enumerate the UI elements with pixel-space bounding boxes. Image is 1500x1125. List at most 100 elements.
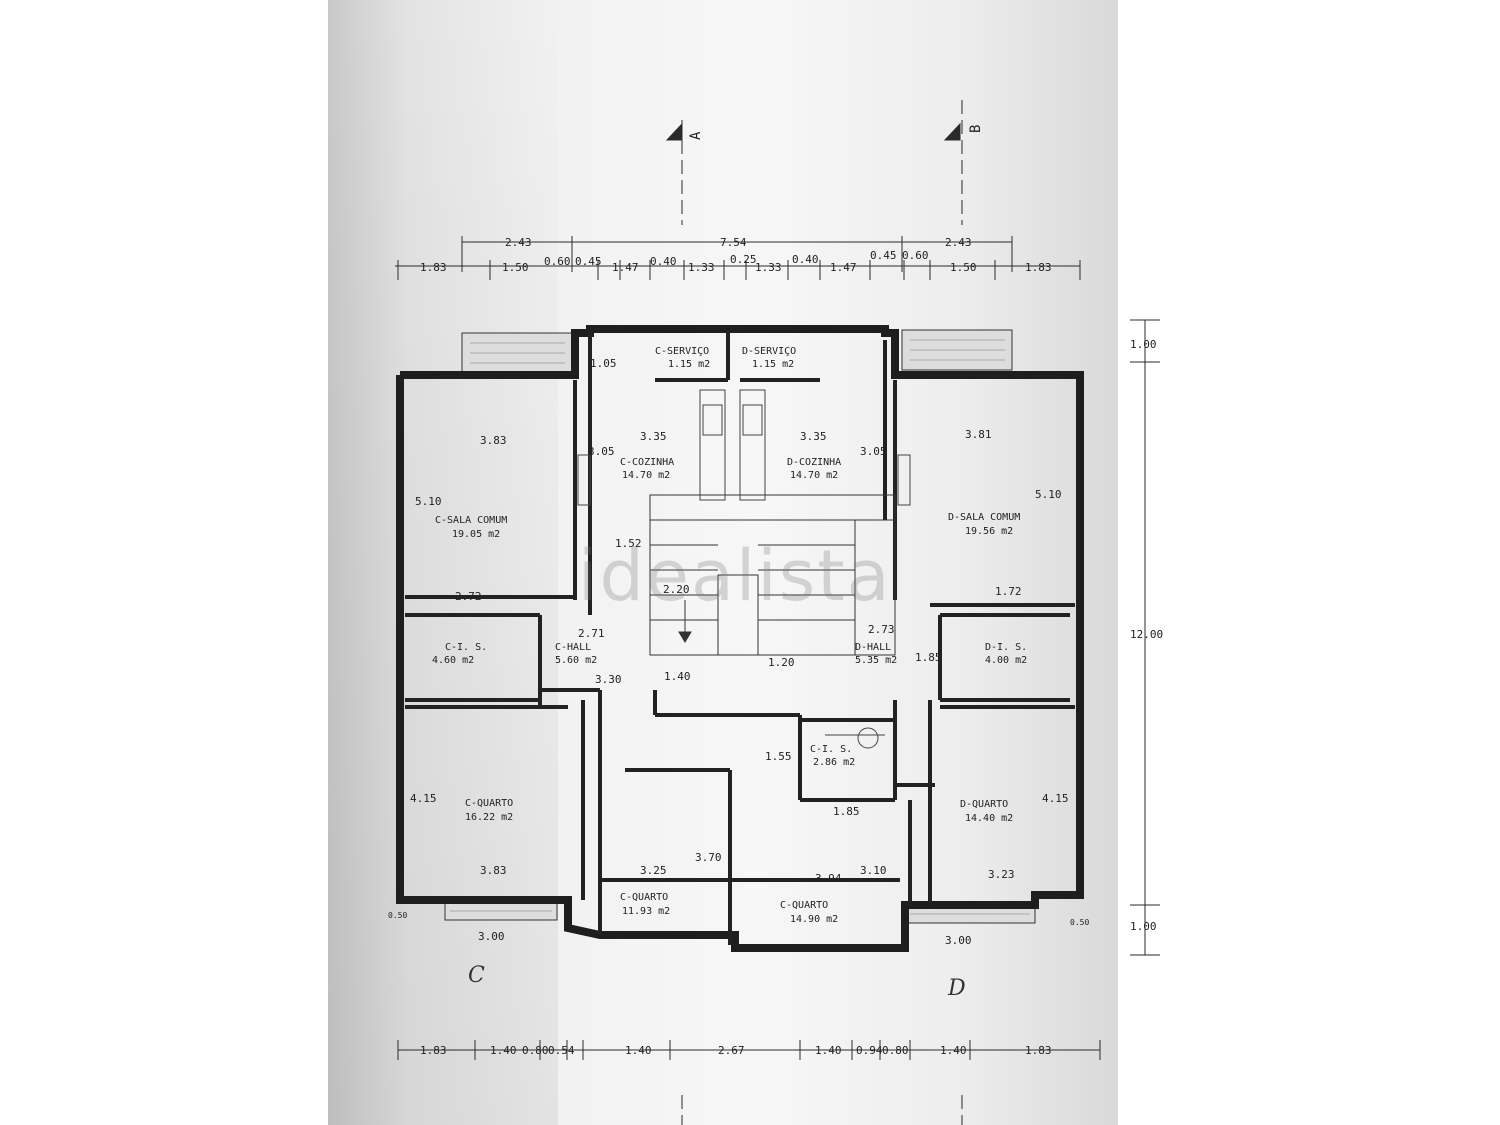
- room-name: C-QUARTO: [620, 892, 668, 903]
- room-name: C-QUARTO: [465, 798, 513, 809]
- dim-label: 1.00: [1130, 920, 1157, 933]
- room-name: D-QUARTO: [960, 799, 1008, 810]
- dim-label: 1.33: [688, 261, 715, 274]
- room-area: 4.00 m2: [985, 655, 1027, 666]
- dim-label: 1.85: [833, 805, 860, 818]
- room-name: D-HALL: [855, 642, 891, 653]
- dim-label: 0.80: [522, 1044, 549, 1057]
- room-area: 16.22 m2: [465, 812, 513, 823]
- dim-label: 1.83: [420, 261, 447, 274]
- dim-label: 1.72: [995, 585, 1022, 598]
- dim-label: 5.10: [1035, 488, 1062, 501]
- room-name: D-SALA COMUM: [948, 512, 1020, 523]
- dim-label: 3.25: [640, 864, 667, 877]
- dim-label: 1.47: [830, 261, 857, 274]
- dim-label: 7.54: [720, 236, 747, 249]
- dim-label: 3.94: [815, 872, 842, 885]
- dim-label: 1.40: [625, 1044, 652, 1057]
- room-name: C-QUARTO: [780, 900, 828, 911]
- dim-label: 1.83: [1025, 1044, 1052, 1057]
- dim-label: 5.10: [415, 495, 442, 508]
- watermark-text: idealista: [578, 535, 892, 617]
- dim-label: 2.71: [578, 627, 605, 640]
- section-mark-b: B: [968, 125, 984, 133]
- dim-label: 12.00: [1130, 628, 1163, 641]
- room-area: 14.90 m2: [790, 914, 838, 925]
- room-name: C-I. S.: [810, 744, 852, 755]
- room-area: 2.86 m2: [813, 757, 855, 768]
- dim-label: 0.54: [548, 1044, 575, 1057]
- room-name: C-I. S.: [445, 642, 487, 653]
- dim-label: 0.40: [650, 255, 677, 268]
- dim-label: 3.05: [860, 445, 887, 458]
- room-area: 14.70 m2: [622, 470, 670, 481]
- dim-label: 1.40: [490, 1044, 517, 1057]
- dim-label: 0.45: [870, 249, 897, 262]
- dim-label: 1.83: [1025, 261, 1052, 274]
- room-area: 5.60 m2: [555, 655, 597, 666]
- dim-label: 1.50: [502, 261, 529, 274]
- handwritten-c: C: [468, 963, 485, 988]
- dim-label: 2.72: [455, 590, 482, 603]
- room-area: 1.15 m2: [752, 359, 794, 370]
- dim-label: 2.20: [663, 583, 690, 596]
- room-area: 5.35 m2: [855, 655, 897, 666]
- dim-label: 1.52: [615, 537, 642, 550]
- dim-label: 1.40: [940, 1044, 967, 1057]
- dim-label: 1.47: [612, 261, 639, 274]
- room-area: 4.60 m2: [432, 655, 474, 666]
- room-name: C-SALA COMUM: [435, 515, 507, 526]
- dim-label: 4.15: [1042, 792, 1069, 805]
- dim-label: 1.05: [590, 357, 617, 370]
- dim-label: 3.83: [480, 434, 507, 447]
- room-name: D-COZINHA: [787, 457, 841, 468]
- dim-label: 1.40: [815, 1044, 842, 1057]
- dim-label: 3.05: [588, 445, 615, 458]
- dim-label: 1.40: [664, 670, 691, 683]
- dim-label: 3.23: [988, 868, 1015, 881]
- dim-label: 0.50: [1070, 918, 1089, 927]
- dim-label: 0.60: [544, 255, 571, 268]
- room-area: 19.56 m2: [965, 526, 1013, 537]
- dim-label: 3.00: [478, 930, 505, 943]
- room-name: C-SERVIÇO: [655, 346, 709, 357]
- room-name: D-I. S.: [985, 642, 1027, 653]
- dim-label: 0.60: [902, 249, 929, 262]
- dim-label: 0.40: [792, 253, 819, 266]
- dim-label: 3.70: [695, 851, 722, 864]
- room-name: D-SERVIÇO: [742, 346, 796, 357]
- dim-label: 1.00: [1130, 338, 1157, 351]
- dim-label: 0.80: [882, 1044, 909, 1057]
- handwritten-d: D: [947, 976, 966, 1001]
- dim-label: 2.73: [868, 623, 895, 636]
- dim-label: 3.10: [860, 864, 887, 877]
- section-mark-a: A: [688, 131, 704, 140]
- dim-label: 2.43: [505, 236, 532, 249]
- dim-label: 4.15: [410, 792, 437, 805]
- room-area: 1.15 m2: [668, 359, 710, 370]
- dim-label: 3.00: [945, 934, 972, 947]
- dim-label: 2.67: [718, 1044, 745, 1057]
- room-name: C-HALL: [555, 642, 591, 653]
- dim-label: 1.55: [765, 750, 792, 763]
- dim-label: 0.45: [575, 255, 602, 268]
- dim-label: 3.81: [965, 428, 992, 441]
- dim-label: 0.25: [730, 253, 757, 266]
- dim-label: 1.33: [755, 261, 782, 274]
- dim-label: 1.85: [915, 651, 942, 664]
- room-area: 19.05 m2: [452, 529, 500, 540]
- room-name: C-COZINHA: [620, 457, 674, 468]
- dim-label: 0.50: [388, 911, 407, 920]
- room-area: 11.93 m2: [622, 906, 670, 917]
- dim-label: 1.50: [950, 261, 977, 274]
- dim-label: 0.94: [856, 1044, 883, 1057]
- dim-label: 3.35: [640, 430, 667, 443]
- dim-label: 3.83: [480, 864, 507, 877]
- dim-label: 1.20: [768, 656, 795, 669]
- dim-label: 3.35: [800, 430, 827, 443]
- dim-label: 1.83: [420, 1044, 447, 1057]
- room-area: 14.40 m2: [965, 813, 1013, 824]
- dim-label: 2.43: [945, 236, 972, 249]
- dim-label: 3.30: [595, 673, 622, 686]
